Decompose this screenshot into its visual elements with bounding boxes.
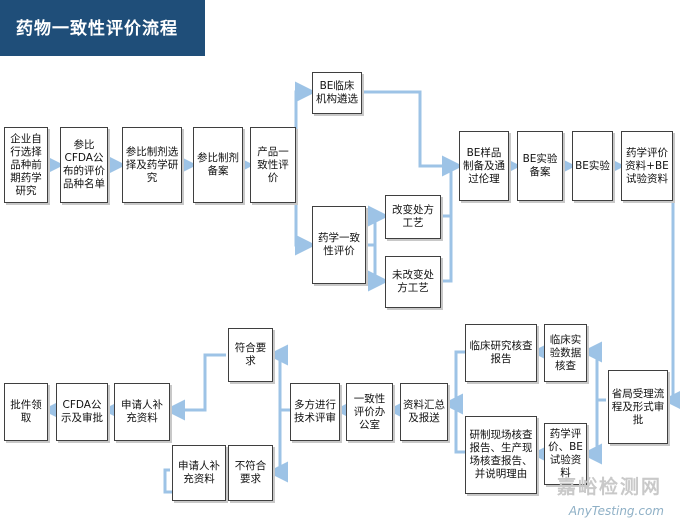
node-enterprise-research: 企业自行选择品种前期药学研究 (4, 127, 48, 203)
node-applicant-supplement-1: 申请人补充资料 (114, 383, 170, 441)
node-clinical-check-report: 临床研究核查报告 (465, 324, 537, 382)
arrow-13-14 (662, 201, 680, 411)
node-be-filing: BE实验备案 (517, 131, 563, 201)
node-changed-process: 改变处方工艺 (385, 195, 441, 239)
watermark-en: AnyTesting.com (568, 504, 664, 518)
arrow-21-23 (267, 410, 288, 483)
arrow-21-22 (267, 344, 290, 412)
node-clinical-data-check: 临床实验数据核查 (544, 324, 587, 382)
node-be-experiment: BE实验 (572, 131, 613, 201)
node-be-sample-prep: BE样品制备及通过伦理 (459, 131, 509, 201)
arrow-7-9 (368, 245, 389, 292)
arrow-6-10 (362, 90, 463, 177)
node-cfda-approval: CFDA公示及审批 (56, 383, 108, 441)
node-reference-selection: 参比制剂选择及药学研究 (122, 127, 182, 203)
node-site-check-reports: 研制现场核查报告、生产现场核查报告、并说明理由 (465, 416, 537, 494)
node-fails-requirements: 不符合要求 (228, 445, 273, 501)
arrow-16-19 (454, 350, 465, 404)
node-unchanged-process: 未改变处方工艺 (385, 256, 441, 308)
node-data-submission: 资料汇总及报送 (400, 383, 448, 441)
node-meets-requirements: 符合要求 (228, 328, 273, 382)
node-consistency-office: 一致性评价办公室 (346, 383, 393, 441)
title-banner: 药物一致性评价流程 (0, 0, 205, 56)
node-pharma-be-docs: 药学评价、BE试验资料 (544, 423, 587, 485)
node-technical-review: 多方进行技术评审 (290, 383, 340, 441)
arrow-5-6 (294, 81, 316, 165)
node-reference-filing: 参比制剂备案 (193, 127, 243, 203)
watermark-cn: 嘉峪检测网 (556, 476, 662, 498)
node-submission-docs: 药学评价资料+BE试验资料 (621, 131, 673, 201)
arrow-14-17 (581, 400, 602, 465)
node-approval-collection: 批件领取 (4, 383, 48, 441)
node-applicant-supplement-2: 申请人补充资料 (172, 445, 226, 501)
node-consistency-evaluation: 产品一致性评价 (250, 127, 296, 203)
page-title: 药物一致性评价流程 (16, 19, 178, 39)
node-provincial-review: 省局受理流程及形式审批 (608, 370, 668, 444)
arrow-14-15 (581, 341, 606, 402)
node-cfda-list: 参比CFDA公布的评价品种名单 (60, 127, 108, 203)
node-be-institution: BE临床机构遴选 (312, 72, 362, 114)
arrow-8-10 (441, 166, 453, 218)
node-pharma-evaluation: 药学一致性评价 (312, 206, 366, 284)
arrow-18-19 (442, 393, 465, 454)
arrow-22-24 (164, 353, 226, 421)
arrow-7-8 (366, 205, 389, 247)
arrow-5-7 (294, 165, 316, 256)
arrow-9-10 (441, 216, 453, 283)
